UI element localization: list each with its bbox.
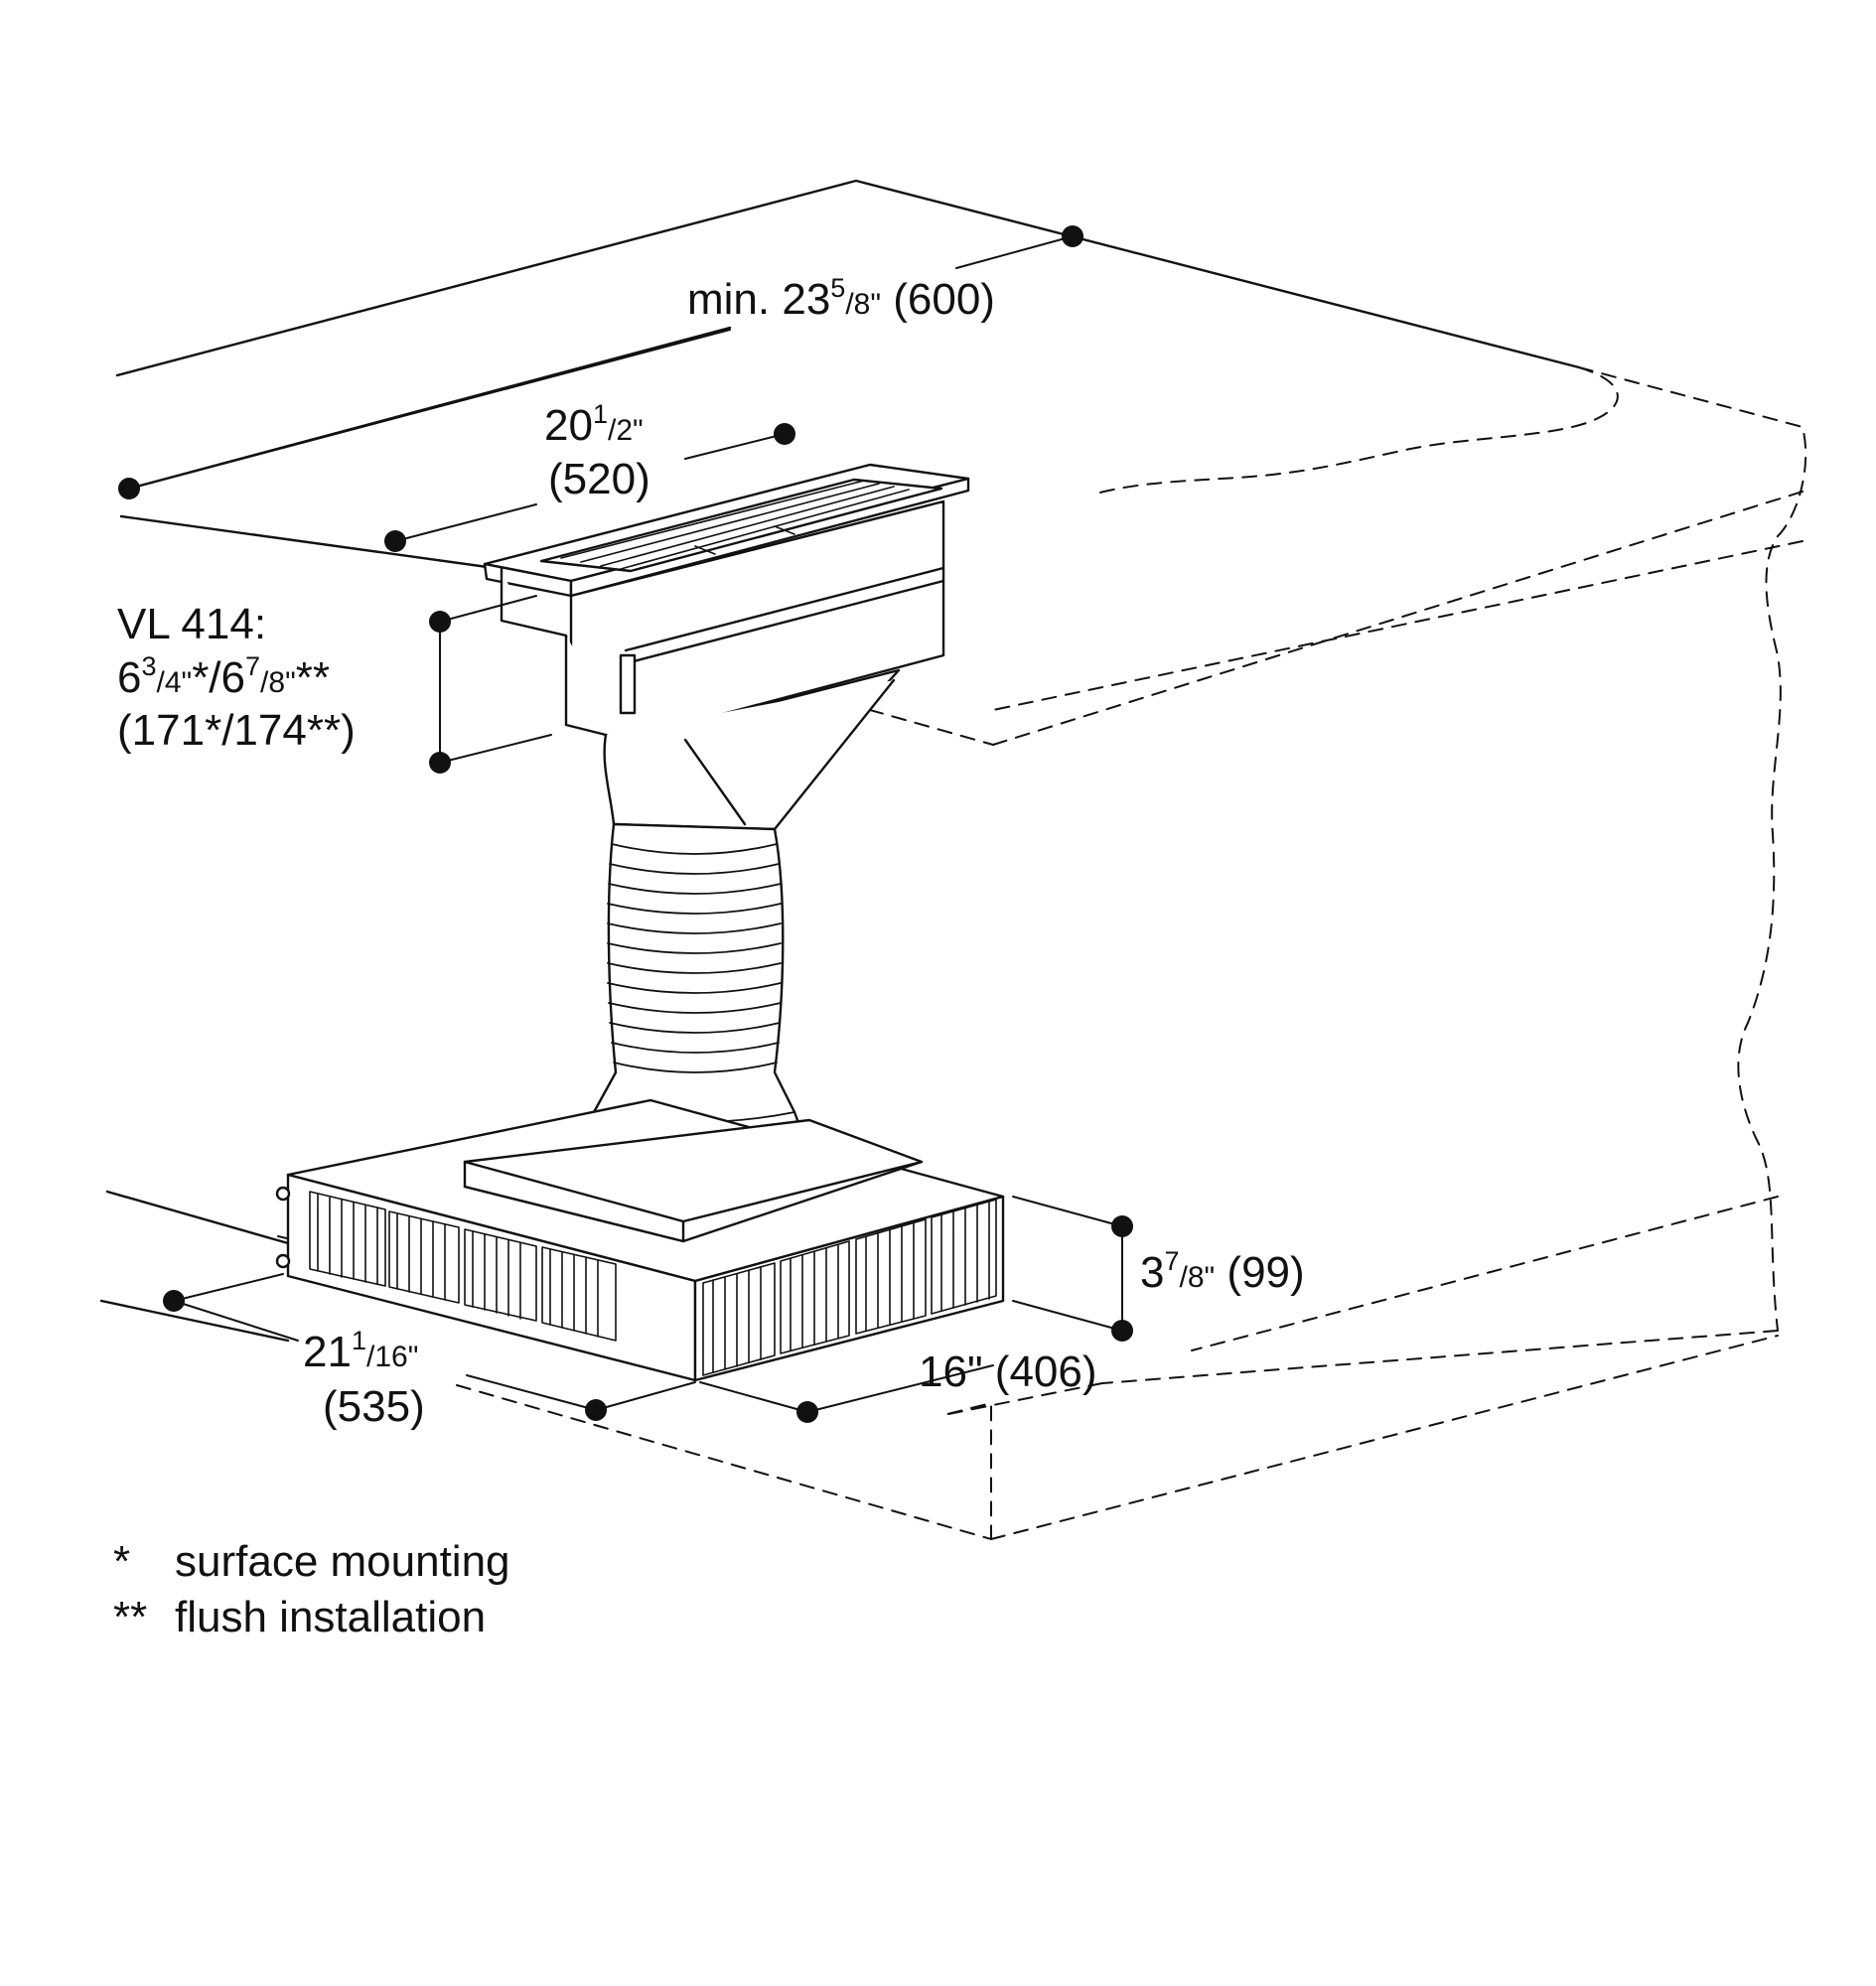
vl-b-denominator: /8" — [260, 665, 296, 699]
vl-b-mark: ** — [295, 652, 330, 702]
duct-transition — [603, 668, 901, 831]
dim-box-depth-ext — [699, 1381, 808, 1413]
width-top-denominator: /2" — [607, 414, 644, 447]
vent-housing-ledge — [624, 566, 945, 652]
dot-width-left — [384, 530, 406, 552]
dim-depth-top-a — [128, 329, 731, 490]
footnote-text: flush installation — [175, 1593, 487, 1642]
right-filter-panels — [702, 1199, 997, 1376]
grille-slats — [560, 480, 910, 570]
dot-box-width-right — [585, 1399, 607, 1421]
footnote-flush: ** flush installation — [113, 1590, 510, 1645]
countertop-break-line — [1091, 366, 1619, 496]
footnote-surface: * surface mounting — [113, 1534, 510, 1590]
dot-depth-top-back — [1062, 225, 1083, 247]
vl-model: VL 414: — [117, 600, 267, 648]
vent-grille — [539, 478, 943, 573]
dot-depth-top-front — [118, 478, 140, 499]
box-knob-2 — [275, 1253, 291, 1269]
vent-bracket — [619, 653, 637, 715]
dim-box-width-a — [173, 1300, 299, 1342]
dot-vl-bottom — [429, 752, 451, 774]
dimension-lines — [128, 235, 1123, 1413]
vl-a-numerator: 3 — [141, 650, 157, 681]
motor-plate-side — [463, 1160, 685, 1223]
floor-line-back — [105, 1190, 290, 1245]
cabinet-plinth-line — [1191, 1196, 1779, 1351]
dim-box-width-b — [466, 1374, 597, 1411]
vl-a-whole: 6 — [117, 652, 142, 702]
box-height-metric: (99) — [1215, 1248, 1305, 1297]
footnote-mark: * — [113, 1537, 131, 1586]
dim-box-width-ext — [173, 1273, 284, 1302]
label-box-width-metric: (535) — [323, 1380, 425, 1434]
vl-a-mark: */6 — [192, 652, 246, 702]
floor-line-front — [99, 1299, 290, 1343]
dim-vl-bot-ext — [439, 734, 552, 764]
box-depth-text: 16" (406) — [919, 1348, 1097, 1396]
motor-plate-edge — [463, 1160, 924, 1243]
countertop-back-edge — [115, 179, 1581, 377]
depth-top-whole: min. 23 — [687, 275, 831, 324]
left-filter-panels — [309, 1191, 617, 1342]
box-width-numerator: 1 — [351, 1326, 366, 1355]
width-top-metric: (520) — [548, 455, 650, 503]
dot-box-width-left — [163, 1290, 185, 1312]
width-top-numerator: 1 — [592, 399, 608, 429]
box-height-denominator: /8" — [1179, 1261, 1216, 1294]
dimension-dots — [118, 225, 1133, 1423]
vl-b-numerator: 7 — [245, 650, 261, 681]
countertop-front-edge — [119, 514, 504, 571]
depth-top-metric: (600) — [881, 275, 995, 324]
dot-box-depth-left — [796, 1401, 818, 1423]
dim-width-top-a — [394, 503, 537, 542]
footnote-text: surface mounting — [175, 1537, 510, 1586]
label-width-top: 201/2" — [544, 399, 644, 453]
dim-width-top-b — [684, 433, 786, 460]
fan-box — [275, 1098, 1005, 1382]
dim-vl-top-ext — [439, 595, 537, 623]
box-width-denominator: /16" — [365, 1341, 419, 1373]
dim-box-height-bot-ext — [1012, 1300, 1123, 1332]
box-knob-1 — [275, 1186, 291, 1202]
vent-housing-ledge-lower — [624, 579, 945, 665]
footnote-mark: ** — [113, 1593, 148, 1642]
box-height-whole: 3 — [1140, 1248, 1165, 1297]
vl-imperial: 63/4"*/67/8"** — [117, 651, 356, 705]
label-box-height: 37/8" (99) — [1140, 1246, 1305, 1300]
vl-metric: (171*/174**) — [117, 706, 356, 756]
dot-box-height-bottom — [1111, 1320, 1133, 1342]
cabinet-bottom-line — [1101, 1330, 1779, 1384]
plinth-bottom — [990, 1335, 1779, 1540]
vl-a-denominator: /4" — [156, 665, 193, 699]
box-width-whole: 21 — [303, 1328, 352, 1376]
label-box-depth: 16" (406) — [919, 1346, 1097, 1399]
depth-top-denominator: /8" — [845, 288, 881, 321]
plinth-outline — [942, 1382, 1103, 1540]
depth-top-numerator: 5 — [830, 273, 846, 303]
label-vl-height: VL 414: 63/4"*/67/8"** (171*/174**) — [117, 598, 356, 758]
downdraft-vent-unit — [483, 463, 970, 742]
dim-box-width-ext2 — [595, 1381, 696, 1411]
box-height-numerator: 7 — [1164, 1246, 1180, 1276]
label-box-width: 211/16" — [303, 1326, 418, 1379]
box-width-metric: (535) — [323, 1382, 425, 1431]
footnotes: * surface mounting ** flush installation — [113, 1534, 510, 1646]
dim-box-height-top-ext — [1012, 1196, 1123, 1227]
cabinet-right-break — [1578, 366, 1807, 1332]
cabinet-top-inner — [992, 540, 1804, 711]
dim-depth-top-b — [955, 235, 1074, 269]
dim-box-depth — [806, 1364, 994, 1413]
countertop-lower-edge — [992, 491, 1804, 746]
funnel-ridge — [683, 738, 747, 826]
label-depth-top: min. 235/8" (600) — [687, 273, 995, 327]
plinth-front-left — [456, 1384, 992, 1540]
width-top-whole: 20 — [544, 401, 593, 450]
dot-width-right — [774, 423, 795, 445]
label-width-top-metric: (520) — [548, 453, 650, 506]
dot-vl-top — [429, 611, 451, 633]
dot-box-height-top — [1111, 1215, 1133, 1237]
